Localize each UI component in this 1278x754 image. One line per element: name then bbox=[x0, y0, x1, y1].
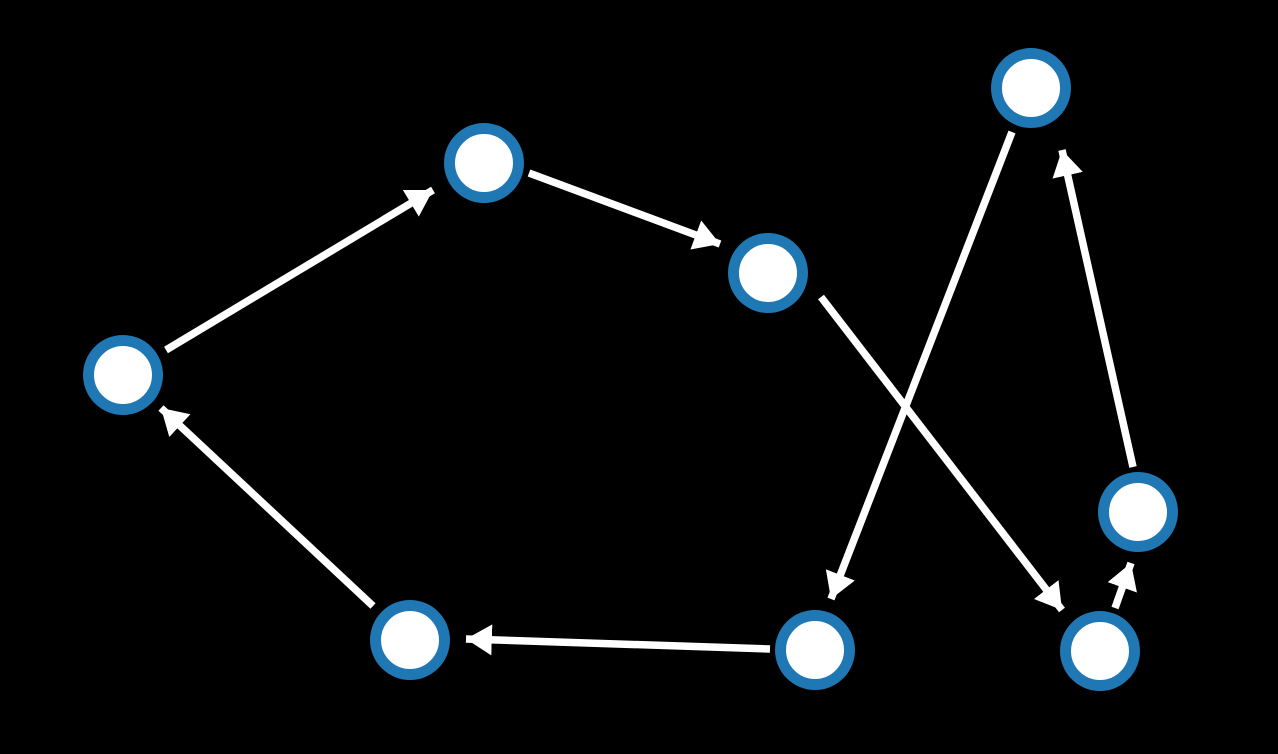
edge-arrow-node-1-to-node-2 bbox=[164, 186, 435, 354]
graph-node-4 bbox=[991, 48, 1071, 128]
graph-node-7 bbox=[775, 610, 855, 690]
graph-node-6 bbox=[370, 600, 450, 680]
graph-node-2 bbox=[444, 123, 524, 203]
edge-arrow-node-2-to-node-3 bbox=[527, 169, 722, 250]
graph-node-1 bbox=[83, 335, 163, 415]
edge-arrow-node-4-to-node-7 bbox=[825, 130, 1016, 601]
edge-arrow-node-8-to-node-5 bbox=[1107, 561, 1137, 610]
edge-arrow-node-3-to-node-8 bbox=[818, 294, 1065, 613]
nodes-layer bbox=[83, 48, 1178, 691]
edge-arrow-node-6-to-node-1 bbox=[158, 405, 376, 609]
edge-arrow-node-7-to-node-6 bbox=[465, 624, 771, 656]
graph-node-3 bbox=[728, 233, 808, 313]
graph-node-5 bbox=[1098, 472, 1178, 552]
graph-node-8 bbox=[1060, 611, 1140, 691]
edge-arrow-node-5-to-node-4 bbox=[1052, 149, 1137, 468]
edges-layer bbox=[158, 130, 1137, 656]
